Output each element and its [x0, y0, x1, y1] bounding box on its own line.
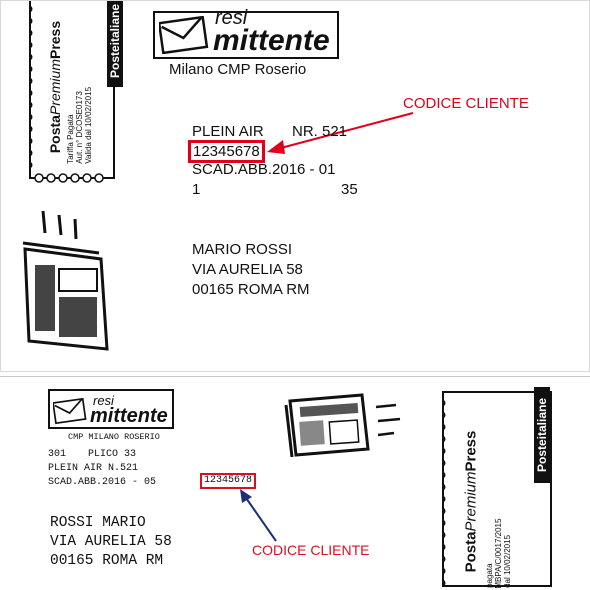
poste-italiane-badge: Posteitaliane — [534, 387, 550, 483]
bottom-annotation-arrow-icon — [240, 489, 277, 542]
top-office: Milano CMP Roserio — [169, 61, 307, 78]
poste-italiane-badge: Posteitaliane — [107, 1, 123, 87]
bottom-line1-right: PLICO 33 — [88, 449, 137, 460]
top-newspaper-icon — [22, 210, 109, 351]
bottom-expiry: SCAD.ABB.2016 - 05 — [48, 477, 157, 488]
envelope-icon — [53, 397, 87, 425]
brand-main: Premium — [47, 59, 63, 116]
top-expiry: SCAD.ABB.2016 - 01 — [192, 161, 336, 178]
brand-prefix: Posta — [462, 531, 480, 573]
top-postage-stamp: PostaPremiumPress Tariffa Pagata Aut. n°… — [29, 1, 123, 183]
bottom-customer-code-value: 12345678 — [204, 475, 253, 486]
bottom-postage-stamp: PostaPremiumPress Tariffa pagata Aut.n. … — [442, 387, 552, 590]
perforated-edge-icon — [442, 399, 446, 587]
brand-suffix: Press — [47, 20, 63, 60]
bottom-recipient-name: ROSSI MARIO — [50, 515, 146, 531]
stamp-details: Tariffa Pagata Aut. n° DCOSE0173 Valida … — [66, 54, 94, 164]
top-annotation-label: CODICE CLIENTE — [403, 95, 529, 112]
bottom-line1-left: 301 — [48, 449, 67, 460]
envelope-icon — [159, 16, 209, 54]
stamp-line3: Valida dal 10/02/2015 — [503, 534, 513, 590]
stamp-brand: PostaPremiumPress — [47, 7, 63, 167]
logo-mittente: mittente — [90, 405, 168, 427]
top-annotation-arrow-icon — [267, 112, 414, 154]
stamp-brand: PostaPremiumPress — [463, 417, 480, 587]
brand-main: Premium — [462, 471, 480, 532]
top-count-left: 1 — [192, 181, 201, 198]
bottom-customer-code: 12345678 — [200, 473, 257, 489]
bottom-office: CMP MILANO ROSERIO — [68, 432, 160, 442]
bottom-recipient-street: VIA AURELIA 58 — [50, 534, 172, 550]
stamp-details: Tariffa pagata Aut.n. MBPA/C/0017/2015 V… — [485, 482, 513, 590]
perforated-edge-icon — [29, 5, 33, 169]
brand-suffix: Press — [462, 430, 480, 472]
stamp-line2: Aut. n° DCOSE0173 — [75, 91, 85, 164]
bottom-publication: PLEIN AIR N.521 — [48, 463, 139, 474]
stamp-line2: Aut.n. MBPA/C/0017/2015 — [494, 518, 504, 590]
stamp-line3: Valida dal 10/02/2015 — [84, 86, 94, 164]
bottom-resi-mittente-logo: resi mittente — [48, 389, 174, 429]
bottom-annotation-label: CODICE CLIENTE — [252, 542, 370, 558]
perforated-bottom-icon — [34, 173, 104, 183]
brand-prefix: Posta — [47, 115, 63, 154]
top-recipient-city: 00165 ROMA RM — [192, 281, 310, 298]
top-recipient-name: MARIO ROSSI — [192, 241, 293, 258]
bottom-mailing-label: resi mittente CMP MILANO ROSERIO 301 PLI… — [0, 376, 590, 590]
logo-mittente: mittente — [213, 24, 330, 57]
top-mailing-label: PostaPremiumPress Tariffa Pagata Aut. n°… — [0, 0, 590, 372]
logo-resi: resi — [93, 393, 114, 409]
top-customer-code: 12345678 — [188, 140, 265, 163]
bottom-newspaper-icon — [284, 393, 401, 458]
top-publication: PLEIN AIR — [192, 123, 264, 140]
bottom-recipient-city: 00165 ROMA RM — [50, 553, 164, 569]
stamp-line1: Tariffa Pagata — [66, 114, 76, 164]
logo-resi: resi — [215, 7, 248, 29]
top-customer-code-value: 12345678 — [193, 143, 260, 160]
top-recipient-street: VIA AURELIA 58 — [192, 261, 303, 278]
stamp-line1: Tariffa pagata — [485, 563, 495, 590]
top-issue: NR. 521 — [292, 123, 348, 140]
top-resi-mittente-logo: resi mittente — [153, 7, 339, 59]
top-count-right: 35 — [341, 181, 358, 198]
